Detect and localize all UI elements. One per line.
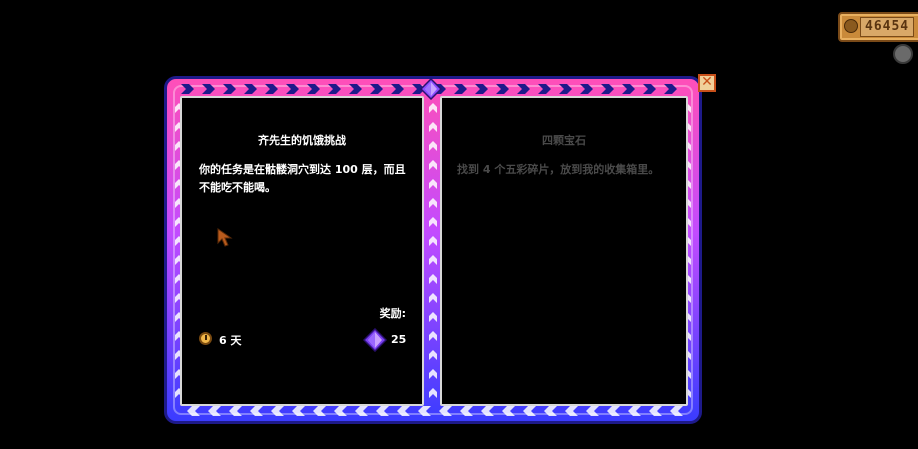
frame-chevron <box>376 406 389 416</box>
frame-chevron <box>538 84 551 94</box>
frame-chevron <box>496 84 509 94</box>
frame-chevron <box>429 331 437 341</box>
gold-counter: 46454 <box>838 12 918 42</box>
frame-chevron <box>429 312 437 322</box>
frame-chevron <box>370 84 383 94</box>
frame-chevron <box>429 160 437 170</box>
gold-amount: 46454 <box>860 17 915 37</box>
frame-chevron <box>429 122 437 132</box>
frame-chevron <box>429 179 437 189</box>
frame-chevron <box>439 406 452 416</box>
frame-chevron <box>664 84 677 94</box>
frame-chevron <box>418 406 431 416</box>
frame-chevron <box>601 84 614 94</box>
frame-chevron <box>628 406 641 416</box>
frame-chevron <box>349 84 362 94</box>
frame-chevron <box>429 217 437 227</box>
frame-chevron <box>517 84 530 94</box>
frame-chevron <box>649 406 662 416</box>
frame-chevron <box>271 406 284 416</box>
quest-description-disabled: 找到 4 个五彩碎片，放到我的收集箱里。 <box>457 163 660 176</box>
reward-amount: 25 <box>391 333 407 346</box>
frame-chevron <box>391 84 404 94</box>
frame-chevron <box>181 84 194 94</box>
frame-chevron <box>202 84 215 94</box>
frame-chevron <box>643 84 656 94</box>
frame-chevron <box>460 406 473 416</box>
frame-chevron <box>250 406 263 416</box>
frame-chevron <box>355 406 368 416</box>
quest-duration: 6 天 <box>219 334 242 347</box>
frame-chevron <box>265 84 278 94</box>
frame-chevron <box>187 406 200 416</box>
frame-chevron <box>429 198 437 208</box>
frame-chevron <box>429 350 437 360</box>
frame-chevron <box>565 406 578 416</box>
frame-chevron <box>586 406 599 416</box>
frame-chevron <box>544 406 557 416</box>
frame-chevron <box>286 84 299 94</box>
frame-chevron <box>334 406 347 416</box>
frame-chevron <box>429 369 437 379</box>
frame-chevron <box>523 406 536 416</box>
clock-icon <box>199 332 212 345</box>
quest-title: 齐先生的饥饿挑战 <box>258 134 346 147</box>
frame-chevron <box>475 84 488 94</box>
mouse-cursor-icon <box>217 228 233 247</box>
gear-icon[interactable] <box>893 44 913 64</box>
frame-chevron <box>481 406 494 416</box>
reward-label: 奖励: <box>379 307 406 320</box>
reward-gem-icon <box>363 328 387 352</box>
frame-chevron <box>229 406 242 416</box>
frame-chevron <box>412 84 425 94</box>
purple-gem-icon <box>420 78 442 100</box>
quest-description: 你的任务是在骷髅洞穴到达 100 层，而且不能吃不能喝。 <box>199 163 406 194</box>
frame-chevron <box>208 406 221 416</box>
frame-chevron <box>429 274 437 284</box>
frame-chevron <box>502 406 515 416</box>
frame-chevron <box>622 84 635 94</box>
frame-chevron <box>244 84 257 94</box>
frame-chevron <box>607 406 620 416</box>
frame-chevron <box>670 406 683 416</box>
frame-chevron <box>429 388 437 398</box>
quest-title-disabled: 四颗宝石 <box>542 134 586 147</box>
frame-chevron <box>429 103 437 113</box>
frame-chevron <box>429 293 437 303</box>
frame-chevron <box>313 406 326 416</box>
frame-chevron <box>580 84 593 94</box>
frame-chevron <box>292 406 305 416</box>
frame-chevron <box>454 84 467 94</box>
frame-chevron <box>429 255 437 265</box>
frame-chevron <box>328 84 341 94</box>
frame-chevron <box>397 406 410 416</box>
quest-card-left[interactable] <box>180 96 424 406</box>
quest-card-right[interactable] <box>440 96 688 406</box>
frame-chevron <box>223 84 236 94</box>
frame-chevron <box>559 84 572 94</box>
close-icon: ✕ <box>701 74 713 90</box>
frame-chevron <box>429 236 437 246</box>
close-button[interactable]: ✕ <box>698 74 716 92</box>
frame-chevron <box>429 141 437 151</box>
gold-coin-icon <box>844 19 858 33</box>
frame-chevron <box>307 84 320 94</box>
